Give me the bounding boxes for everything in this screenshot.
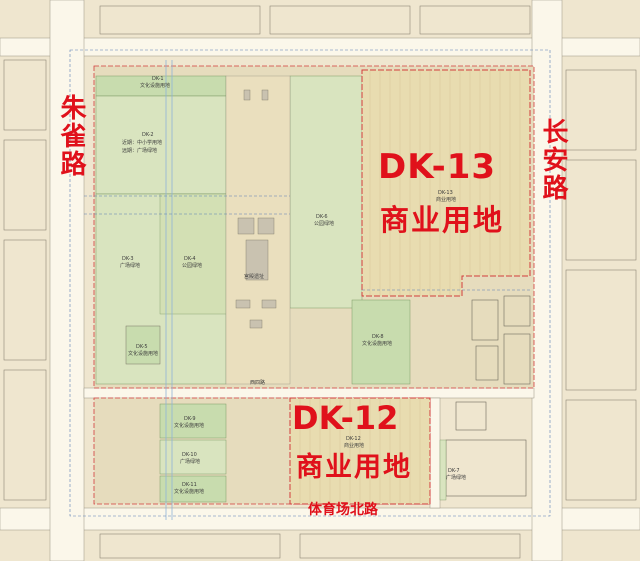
dk5-code: DK-5 xyxy=(136,344,148,350)
block xyxy=(299,533,521,559)
building xyxy=(249,319,263,329)
parcel-dk11-area xyxy=(159,475,227,503)
building xyxy=(235,299,251,309)
axis-lines xyxy=(165,60,173,520)
parcel-dk10-area xyxy=(159,439,227,475)
hatch-dk12 xyxy=(299,398,421,504)
dk6-use: 公园绿地 xyxy=(314,221,335,227)
block xyxy=(99,533,281,559)
dk13-use: 商业用地 xyxy=(380,203,505,237)
west-gate-label: 西四路 xyxy=(250,380,266,386)
building xyxy=(237,217,255,235)
dk7-code: DK-7 xyxy=(448,468,460,474)
dk10-code: DK-10 xyxy=(182,452,197,458)
dk2-code: DK-2 xyxy=(142,132,154,138)
block xyxy=(269,5,411,35)
dk5-use: 文化设施用地 xyxy=(128,351,159,357)
road-middle xyxy=(83,387,535,399)
palace-buildings xyxy=(235,89,277,329)
blue-boundaries xyxy=(69,49,551,517)
block xyxy=(565,69,637,151)
building xyxy=(503,295,531,327)
building xyxy=(261,299,277,309)
building xyxy=(261,89,269,101)
dk3-code: DK-3 xyxy=(122,256,134,262)
parcel-dk7-area xyxy=(439,439,447,501)
building xyxy=(243,89,251,101)
road-label-tiyuchang-north: 体育场北路 xyxy=(308,502,378,518)
dk13-small-use: 商业用地 xyxy=(436,197,457,203)
green-parcels xyxy=(95,75,411,385)
road-east xyxy=(531,0,563,561)
dk12-small-code: DK-12 xyxy=(346,436,361,442)
dk2-use2: 远期：广场绿地 xyxy=(122,148,158,154)
dk11-code: DK-11 xyxy=(182,482,197,488)
dk9-code: DK-9 xyxy=(184,416,196,422)
dk1-code: DK-1 xyxy=(152,76,164,82)
building xyxy=(245,239,269,281)
road-north xyxy=(0,37,640,57)
dk13-small-code: DK-13 xyxy=(438,190,453,196)
block xyxy=(419,5,531,35)
block xyxy=(3,239,47,361)
block xyxy=(99,5,261,35)
parcel-dk13-area xyxy=(361,69,531,297)
parcel-dk8-area xyxy=(351,299,411,385)
road-east-inner xyxy=(429,397,441,509)
dk8-use: 文化设施用地 xyxy=(362,341,393,347)
south-green xyxy=(159,403,227,503)
block xyxy=(565,159,637,261)
dk9-use: 文化设施用地 xyxy=(174,423,205,429)
block xyxy=(565,399,637,501)
building xyxy=(455,401,487,431)
road-south xyxy=(0,507,640,531)
road-label-changan: 长安路 xyxy=(538,118,568,202)
hatch-dk13 xyxy=(369,70,521,296)
building xyxy=(257,217,275,235)
parcel-dk5-area xyxy=(125,325,161,365)
dk3-use: 广场绿地 xyxy=(120,263,141,269)
dk12-small-use: 商业用地 xyxy=(344,443,365,449)
dk4-use: 公园绿地 xyxy=(182,263,203,269)
block xyxy=(3,369,47,501)
parcel-dk9-area xyxy=(159,403,227,439)
dk13-code: DK-13 xyxy=(378,147,497,187)
parcel-dk4-area xyxy=(159,193,227,315)
palace-label: 宫殿遗址 xyxy=(244,274,265,280)
dk8-code: DK-8 xyxy=(372,334,384,340)
block xyxy=(3,139,47,231)
dk6-code: DK-6 xyxy=(316,214,328,220)
building xyxy=(475,345,499,381)
block xyxy=(3,59,47,131)
building xyxy=(503,333,531,385)
dk1-use: 文化设施用地 xyxy=(140,83,171,89)
dk2-use1: 近期：中小学用地 xyxy=(122,140,163,146)
dk10-use: 广场绿地 xyxy=(180,459,201,465)
block xyxy=(565,269,637,391)
dk12-code: DK-12 xyxy=(292,399,399,437)
road-label-zhuque: 朱雀路 xyxy=(56,94,86,178)
dk12-use: 商业用地 xyxy=(296,452,412,483)
dk11-use: 文化设施用地 xyxy=(174,489,205,495)
surrounding-blocks xyxy=(3,5,637,559)
east-buildings xyxy=(445,295,531,497)
dk4-code: DK-4 xyxy=(184,256,196,262)
dk7-use: 广场绿地 xyxy=(446,475,467,481)
parcel-dk6-area xyxy=(289,75,363,309)
building xyxy=(471,299,499,341)
road-west xyxy=(49,0,85,561)
